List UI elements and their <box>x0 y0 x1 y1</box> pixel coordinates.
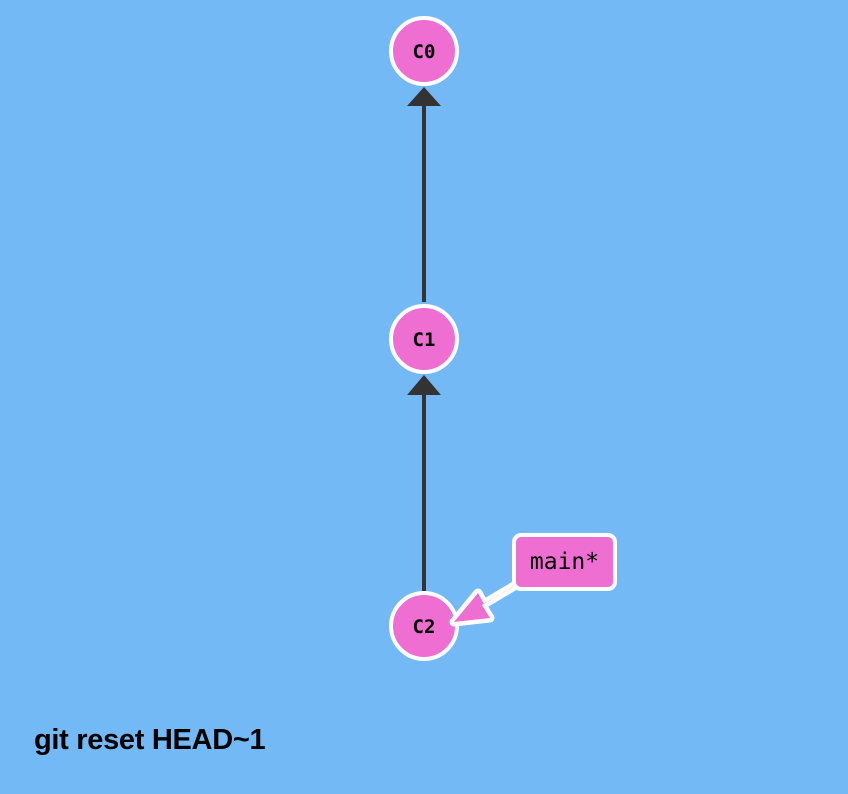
arrowhead-icon <box>407 87 441 106</box>
commit-label: C2 <box>413 616 436 638</box>
arrowhead-icon <box>407 375 441 395</box>
commit-node-c2[interactable]: C2 <box>389 591 459 661</box>
commit-node-c1[interactable]: C1 <box>389 304 459 374</box>
commit-label: C1 <box>413 329 436 351</box>
branch-name: main* <box>530 549 599 575</box>
branch-pointer-arrow <box>449 577 526 627</box>
parent-edge-c1-c0 <box>407 87 441 302</box>
branch-label-main[interactable]: main* <box>512 533 617 591</box>
commit-label: C0 <box>413 41 436 63</box>
command-caption: git reset HEAD~1 <box>34 724 266 756</box>
parent-edge-c2-c1 <box>407 375 441 591</box>
commit-node-c0[interactable]: C0 <box>389 16 459 86</box>
